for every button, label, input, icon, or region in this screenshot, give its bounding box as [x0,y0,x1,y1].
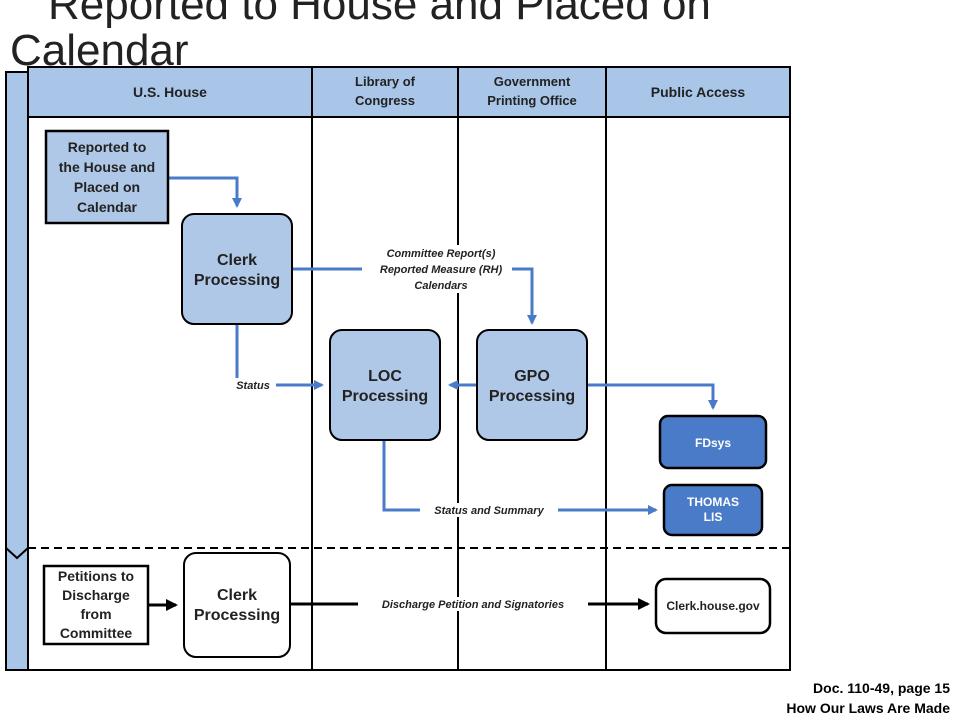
lane-loc-label-line1: Library of [355,74,416,89]
lane-gpo-label-line2: Printing Office [487,93,577,108]
node-petitions-line2: Discharge [62,587,130,603]
node-petitions-line4: Committee [60,625,133,641]
lane-header-us-house: U.S. House [133,84,207,100]
node-clerk-processing-bottom: Clerk Processing [183,552,291,658]
node-clerk-house-gov: Clerk.house.gov [654,577,772,635]
footer-doc-reference: Doc. 110-49, page 15 [813,680,950,696]
node-reported-line3: Placed on [74,179,140,195]
node-clerk-bottom-line2: Processing [194,607,280,624]
node-loc-processing: LOC Processing [329,329,441,441]
edge-label-status: Status [230,378,276,392]
edge-loc-to-thomas [382,441,658,515]
node-clerk-top-line2: Processing [194,272,280,289]
node-reported-line2: the House and [59,159,155,175]
node-gpo-line2: Processing [489,388,575,405]
node-petitions-line3: from [80,606,111,622]
edge-label-discharge: Discharge Petition and Signatories [358,597,588,611]
edge-label-committee-docs: Committee Report(s) Reported Measure (RH… [362,245,512,293]
node-fdsys: FDsys [658,414,768,470]
edge-gpo-to-fdsys [588,383,718,410]
lane-header-government-printing-office: Government Printing Office [487,74,577,108]
edge-reported-to-clerk [168,176,242,208]
footer-source-title: How Our Laws Are Made [786,700,950,716]
node-loc-line2: Processing [342,388,428,405]
lane-header-band [27,66,791,118]
node-reported-to-house: Reported to the House and Placed on Cale… [44,129,170,225]
node-fdsys-label: FDsys [695,436,731,450]
edge-label-status-summary: Status and Summary [420,503,558,517]
node-gpo-processing: GPO Processing [476,329,588,441]
lane-loc-label-line2: Congress [355,93,415,108]
edge-label-committee-docs-line2: Reported Measure (RH) [380,264,503,276]
node-thomas-line2: LIS [704,510,723,524]
lane-us-house-label: U.S. House [133,84,207,100]
slide-title: Reported to House and Placed on Calendar [10,0,711,75]
node-loc-line1: LOC [368,368,402,385]
lane-public-access-label: Public Access [651,84,746,100]
node-petitions-to-discharge: Petitions to Discharge from Committee [42,564,150,646]
node-reported-line1: Reported to [68,139,147,155]
lane-header-library-of-congress: Library of Congress [355,74,416,108]
node-thomas-lis: THOMAS LIS [662,483,764,537]
edge-label-status-text: Status [236,380,270,392]
footer-citation: Doc. 110-49, page 15 How Our Laws Are Ma… [786,678,950,718]
lane-dividers [311,67,607,670]
edge-label-committee-docs-line3: Calendars [414,280,467,292]
edge-label-committee-docs-line1: Committee Report(s) [387,248,496,260]
node-thomas-line1: THOMAS [687,495,739,509]
left-rail [5,71,29,671]
lane-header-public-access: Public Access [651,84,746,100]
node-clerk-processing-top: Clerk Processing [181,213,293,325]
edge-label-discharge-text: Discharge Petition and Signatories [382,599,564,611]
node-petitions-line1: Petitions to [58,568,134,584]
node-clerk-bottom-line1: Clerk [217,587,257,604]
lane-gpo-label-line1: Government [494,74,571,89]
node-clerk-site-label: Clerk.house.gov [666,599,760,613]
node-clerk-top-line1: Clerk [217,252,257,269]
node-reported-line4: Calendar [77,199,137,215]
edge-label-status-summary-text: Status and Summary [434,505,544,517]
node-gpo-line1: GPO [514,368,550,385]
